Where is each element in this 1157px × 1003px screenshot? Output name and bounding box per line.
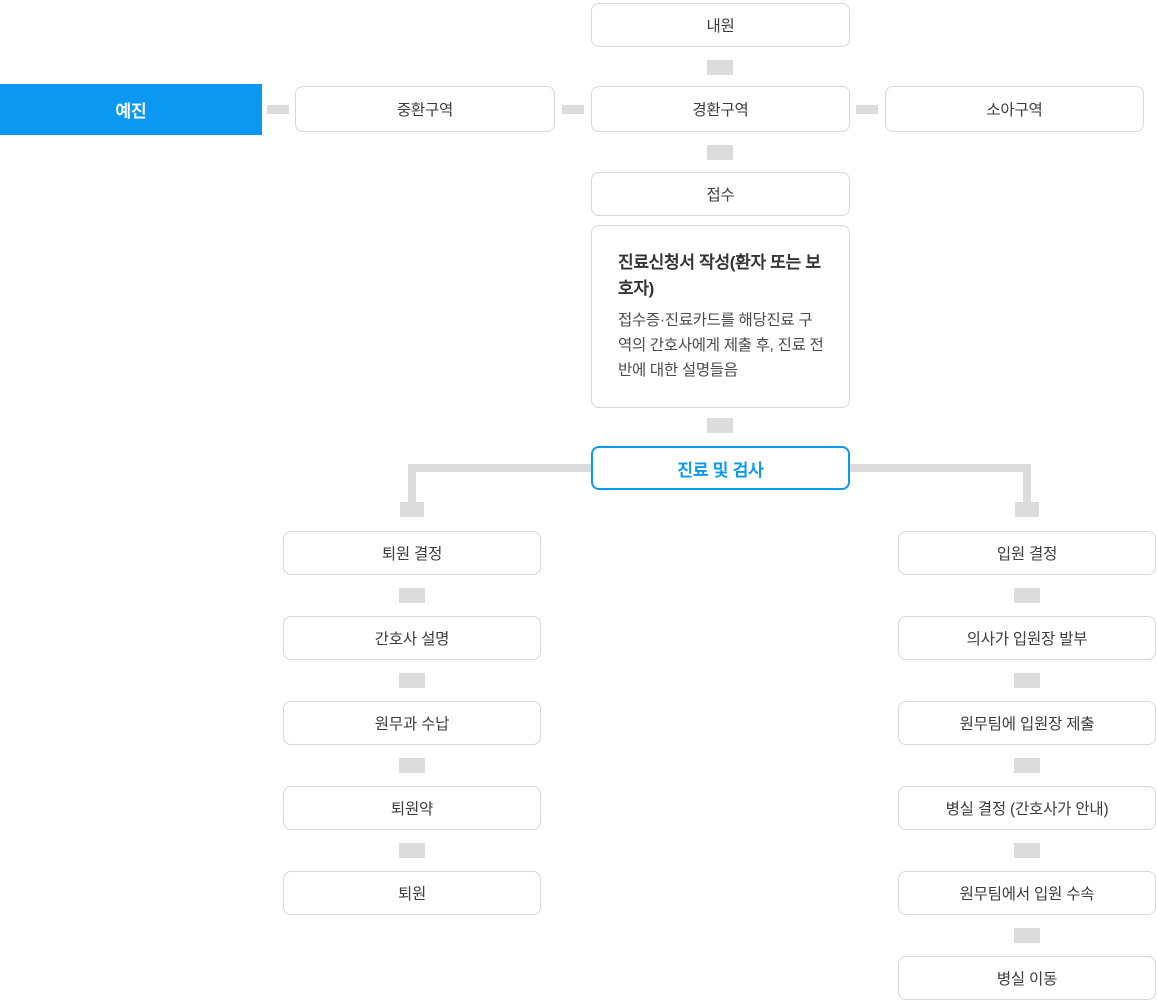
node-discharge: 퇴원: [283, 871, 541, 915]
connector-down: [399, 843, 425, 858]
connector-elbow-horizontal: [850, 464, 1031, 472]
connector-nub: [400, 502, 424, 517]
connector-elbow-horizontal: [408, 464, 591, 472]
connector-down: [399, 673, 425, 688]
node-exam: 진료 및 검사: [591, 446, 850, 490]
connector-down: [707, 418, 733, 433]
connector-nub: [1015, 502, 1039, 517]
node-discharge-decision: 퇴원 결정: [283, 531, 541, 575]
node-pre-exam: 예진: [0, 84, 262, 135]
connector-horizontal: [562, 105, 584, 114]
node-nurse-explanation: 간호사 설명: [283, 616, 541, 660]
note-body: 접수증·진료카드를 해당진료 구역의 간호사에게 제출 후, 진료 전반에 대한…: [618, 312, 824, 379]
connector-horizontal: [856, 105, 878, 114]
connector-elbow-vertical: [408, 464, 416, 502]
connector-down: [399, 588, 425, 603]
node-admission-procedure: 원무팀에서 입원 수속: [898, 871, 1156, 915]
connector-horizontal: [267, 105, 289, 114]
connector-down: [1014, 673, 1040, 688]
connector-down: [1014, 843, 1040, 858]
connector-down: [399, 758, 425, 773]
node-submit-admission-order: 원무팀에 입원장 제출: [898, 701, 1156, 745]
connector-elbow-vertical: [1023, 464, 1031, 502]
node-admin-payment: 원무과 수납: [283, 701, 541, 745]
connector-down: [1014, 758, 1040, 773]
node-visit: 내원: [591, 3, 850, 47]
connector-down: [1014, 928, 1040, 943]
node-admission-order-issued: 의사가 입원장 발부: [898, 616, 1156, 660]
node-room-assignment: 병실 결정 (간호사가 안내): [898, 786, 1156, 830]
note-application-form: 진료신청서 작성(환자 또는 보호자) 접수증·진료카드를 해당진료 구역의 간…: [591, 225, 850, 408]
node-pediatric-zone: 소아구역: [885, 86, 1144, 132]
node-discharge-medication: 퇴원약: [283, 786, 541, 830]
node-admission-decision: 입원 결정: [898, 531, 1156, 575]
connector-down: [1014, 588, 1040, 603]
connector-down: [707, 60, 733, 75]
connector-down: [707, 145, 733, 160]
node-severe-zone: 중환구역: [295, 86, 555, 132]
node-reception: 접수: [591, 172, 850, 216]
node-mild-zone: 경환구역: [591, 86, 850, 132]
node-move-to-room: 병실 이동: [898, 956, 1156, 1000]
note-title: 진료신청서 작성(환자 또는 보호자): [618, 253, 821, 298]
